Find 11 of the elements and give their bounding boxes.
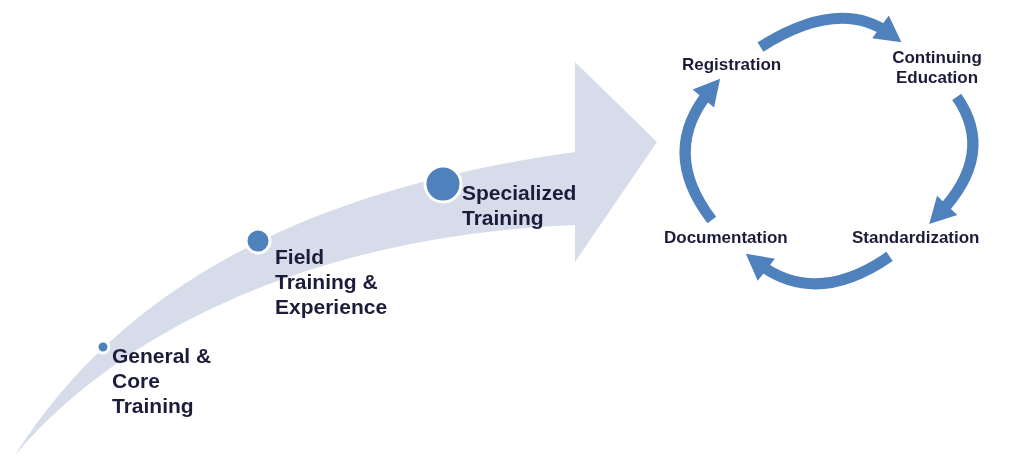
stage-label: Field Training & Experience (275, 244, 405, 320)
stage-label: Specialized Training (462, 180, 612, 231)
cycle-step-label: Registration (682, 55, 782, 76)
stage-label: General & Core Training (112, 343, 232, 419)
cycle-arrow (679, 78, 720, 224)
cycle-arrow (745, 251, 893, 290)
cycle-arrow (757, 12, 902, 52)
cycle-step-label: Continuing Education (882, 48, 992, 89)
cycle-arrow (929, 93, 979, 225)
cycle-step-label: Standardization (852, 228, 980, 249)
cycle-step-label: Documentation (664, 228, 788, 249)
